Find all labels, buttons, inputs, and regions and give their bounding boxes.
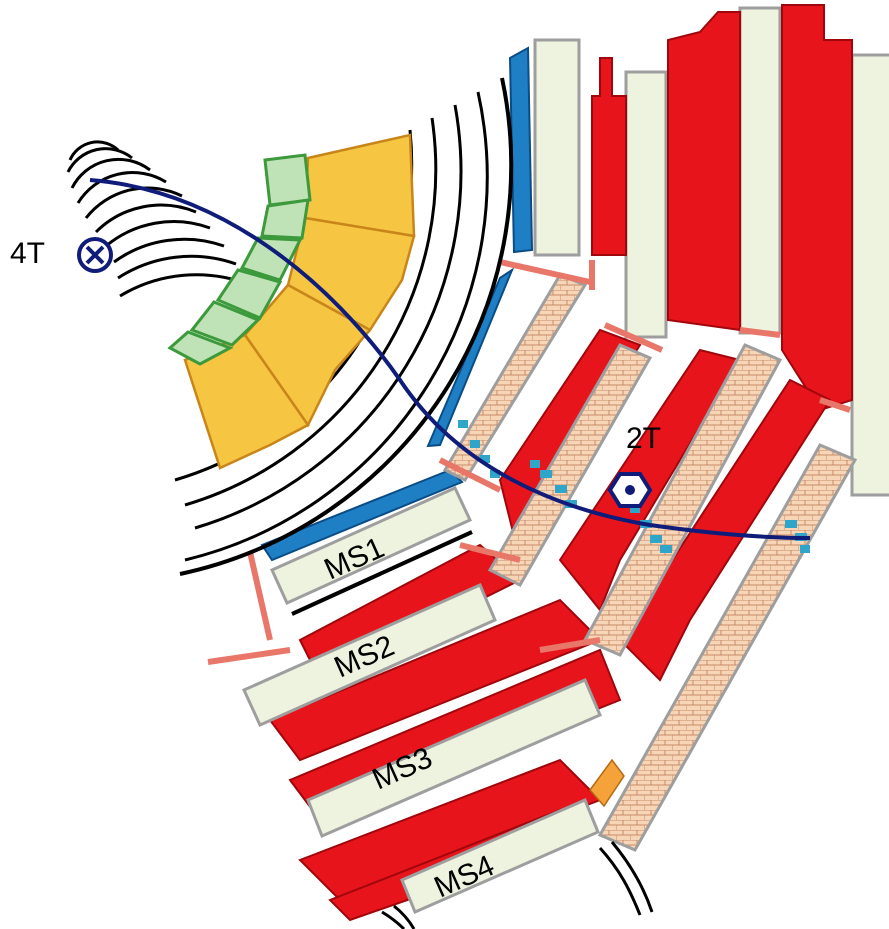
support-panels [533, 6, 889, 497]
out-of-page-icon [607, 472, 653, 508]
muon-chambers [442, 273, 858, 852]
solenoid [260, 46, 534, 562]
muon-chamber [597, 443, 858, 852]
muon-chamber [487, 343, 653, 587]
muon-chamber [582, 343, 783, 657]
muon-chamber [442, 273, 588, 482]
orange-block [589, 758, 625, 808]
cryostat-lower [381, 841, 654, 929]
field-label-4t: 4T [10, 237, 45, 270]
chamber-frames [207, 259, 851, 665]
iron-yoke-upper [591, 4, 853, 412]
into-page-icon [77, 237, 113, 273]
particle-track [89, 178, 811, 540]
ecal-barrel [167, 153, 312, 366]
field-label-2t: 2T [626, 422, 661, 455]
